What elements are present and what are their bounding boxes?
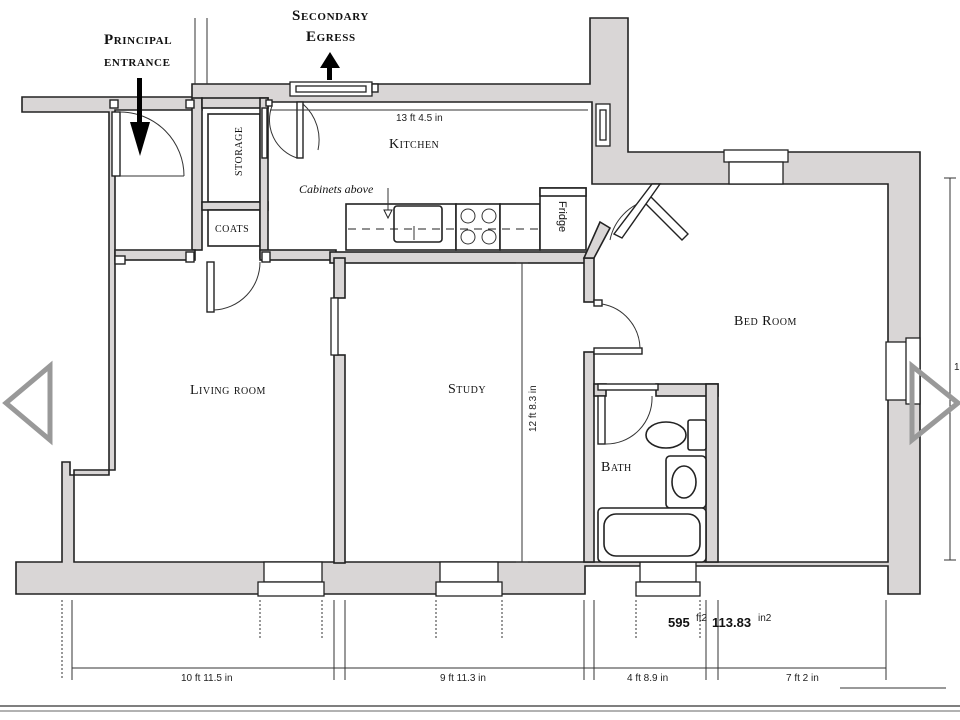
study-height-text: 12 ft 8.3 in [528,385,539,432]
bedroom-width-text: 7 ft 2 in [786,673,819,684]
kitchen-label: Kitchen [389,137,439,152]
hall-door[interactable] [593,299,643,355]
entrance-arrow-icon [130,78,150,156]
window-study-bottom [435,561,503,597]
principal-entrance-label-2: entrance [104,54,171,70]
bedroom-height-text: 1 [954,362,960,373]
wall-storage-top [201,97,269,109]
right-dimension-line [944,177,956,561]
study-height-dimension [516,262,528,563]
wall-living-study [333,354,346,564]
bedroom-door[interactable] [609,183,689,241]
storage-label: storage [231,127,246,176]
egress-arrow-icon [320,52,340,80]
entrance-door[interactable] [109,99,195,177]
principal-entrance-label: Principal [104,32,172,48]
secondary-egress-label-2: Egress [306,29,356,45]
window-top-egress [289,81,373,97]
wall-study-bath [583,351,595,563]
cabinets-arrow-icon [383,188,393,220]
window-bedroom-top [723,149,789,185]
window-living-bottom [257,561,325,597]
area-sqm: 113.83 [712,615,751,630]
sliding-door[interactable] [330,297,339,356]
wall-diagonal [582,220,612,259]
wall-kitchen-living [259,249,337,261]
wall-storage-coats [201,201,269,211]
fridge [539,187,587,251]
kitchen-doors[interactable] [265,83,379,159]
chevron-right-icon[interactable] [909,360,960,446]
bathtub [597,507,707,563]
window-bath-bottom [635,561,701,597]
bath-label: Bath [601,460,632,475]
storage-door[interactable] [261,107,268,159]
window-kitchen-right [595,103,611,147]
wall-kitchen-study [329,251,593,264]
bedroom-label: Bed Room [734,314,797,329]
cabinets-label: Cabinets above [299,182,374,196]
living-door[interactable] [185,251,271,313]
secondary-egress-label: Secondary [292,8,369,24]
study-width-text: 9 ft 11.3 in [440,673,486,684]
hall-post [114,255,126,265]
wall-bath-right [705,383,719,563]
living-room-label: Living room [190,383,266,398]
area-sqm-unit: in2 [758,613,772,624]
outer-wall [15,17,921,595]
area-sqft: 595 [668,615,690,630]
coats-label: coats [215,221,249,236]
wall-study-bed-top [583,257,595,303]
kitchen-width-text: 13 ft 4.5 in [396,113,443,124]
kitchen-counter [345,203,585,251]
fridge-label: Fridge [556,201,568,232]
bath-door[interactable] [597,383,659,445]
wall-hall-living [114,249,196,261]
wall-living-study-top [333,257,346,299]
chevron-left-icon[interactable] [2,360,53,446]
living-width-text: 10 ft 11.5 in [181,673,233,684]
toilet [645,419,707,451]
wall-entrance-storage [191,97,203,251]
study-label: Study [448,382,486,397]
bath-sink [665,455,707,509]
bath-width-text: 4 ft 8.9 in [627,673,668,684]
area-sqft-unit: ft2 [696,613,708,624]
bottom-dimension-lines [61,600,887,680]
